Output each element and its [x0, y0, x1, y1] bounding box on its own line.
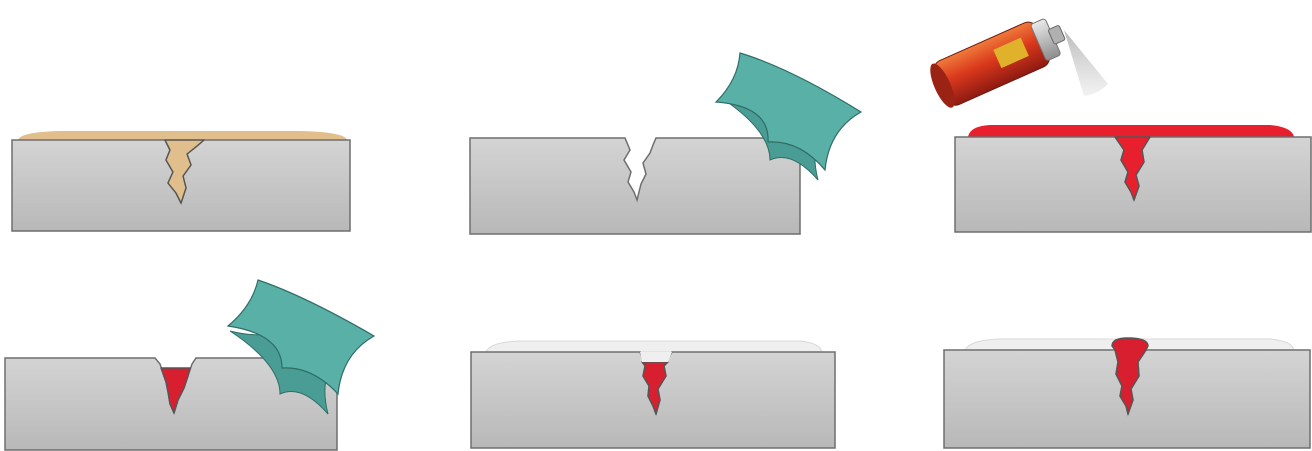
crack-filled-penetrant [641, 361, 669, 415]
step-6-indication-visible [943, 337, 1311, 449]
crack-filled-penetrant [1114, 136, 1151, 201]
spray-can-icon [930, 18, 1108, 108]
developer-layer [485, 340, 823, 353]
cloth-icon [714, 52, 863, 181]
cloth-icon [226, 279, 376, 415]
step-2-wiped-clean [469, 52, 863, 235]
contaminant-film [18, 131, 347, 140]
step-1-contaminated-surface [11, 131, 351, 232]
penetrant-layer [968, 125, 1294, 137]
step-5-developer-applied [470, 340, 836, 449]
penetrant-indication-bleed [1111, 337, 1149, 415]
developer-in-crack [640, 352, 672, 362]
step-3-penetrant-applied [930, 18, 1312, 233]
test-piece-block [469, 137, 801, 235]
crack-filled-contaminant [164, 139, 205, 204]
step-4-excess-removed [4, 279, 376, 451]
crack-filled-penetrant [160, 367, 191, 414]
spray-mist [1064, 30, 1108, 96]
